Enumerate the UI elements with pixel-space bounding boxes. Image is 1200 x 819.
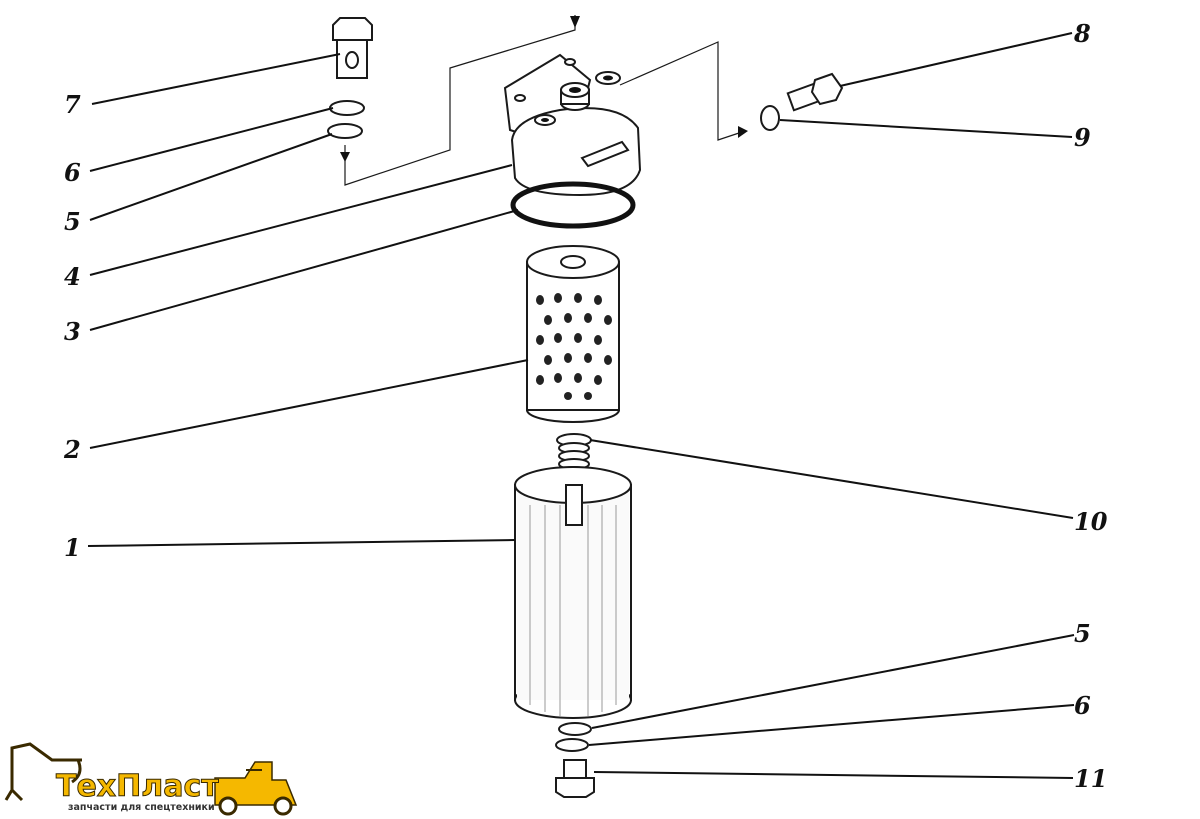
logo-tagline: запчасти для спецтехники [68, 802, 215, 813]
callout-8: 8 [1073, 19, 1091, 48]
techplast-logo: ТехПласт запчасти для спецтехники [4, 742, 298, 816]
part-6-washer-top [329, 100, 365, 116]
part-2-filter-element [526, 245, 620, 423]
part-5-washer-bottom [558, 722, 592, 736]
part-5-washer-top [327, 123, 363, 139]
callout-3: 3 [64, 317, 81, 346]
part-3-o-ring [510, 181, 636, 229]
logo-name: ТехПласт [56, 769, 219, 804]
callout-5-bottom: 5 [1074, 619, 1091, 648]
assembly-arrows [340, 15, 748, 186]
callout-2: 2 [63, 435, 81, 464]
part-1-housing [514, 466, 632, 719]
part-6-washer-bottom [555, 738, 589, 752]
callout-10: 10 [1074, 507, 1108, 536]
callout-6-bottom: 6 [1074, 691, 1091, 720]
part-9-washer [760, 105, 780, 131]
callout-7: 7 [64, 90, 81, 119]
part-7-bolt [332, 17, 373, 79]
excavator-logo-icon [4, 742, 82, 802]
leader-lines [87, 32, 1075, 779]
part-4-filter-head [503, 53, 642, 197]
callout-11: 11 [1074, 764, 1107, 793]
part-8-bolt [786, 72, 844, 112]
callout-6-top: 6 [64, 158, 81, 187]
loader-logo-icon [214, 761, 298, 816]
callout-5-top: 5 [64, 207, 81, 236]
callout-numbers: 7 6 5 4 3 2 1 8 9 10 5 6 11 [63, 19, 1108, 793]
callout-9: 9 [1074, 123, 1091, 152]
callout-1: 1 [64, 533, 81, 562]
part-11-plug [555, 759, 595, 798]
callout-4: 4 [64, 262, 81, 291]
